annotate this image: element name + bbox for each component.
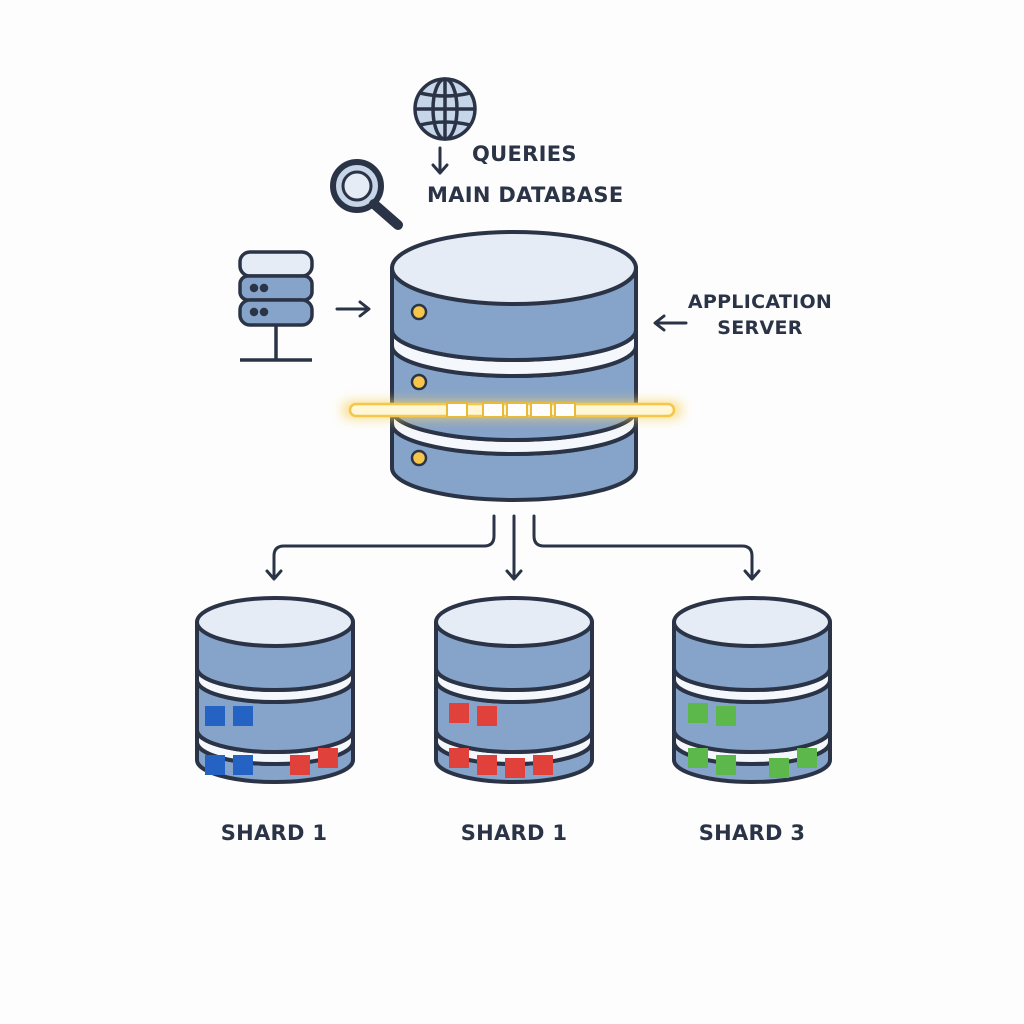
server-rack-icon (238, 250, 314, 362)
data-block (233, 755, 253, 775)
data-block (533, 755, 553, 775)
data-block (716, 755, 736, 775)
main-database-label: MAIN DATABASE (427, 183, 623, 207)
data-block (716, 706, 736, 726)
application-label: APPLICATION (688, 291, 832, 313)
data-block (290, 755, 310, 775)
data-block (205, 755, 225, 775)
indicator-light (410, 303, 428, 321)
partition-glow (342, 402, 682, 418)
main-db-indicators (410, 303, 428, 467)
shard-label-1: SHARD 1 (221, 821, 328, 845)
queries-label: QUERIES (472, 142, 577, 166)
data-block (477, 706, 497, 726)
main-database (390, 230, 638, 502)
shard-label-2: SHARD 1 (461, 821, 568, 845)
shards (195, 596, 832, 784)
shard-label-3: SHARD 3 (699, 821, 806, 845)
shard-2-cylinder (434, 596, 594, 784)
data-block (769, 758, 789, 778)
data-block (797, 748, 817, 768)
indicator-light (410, 373, 428, 391)
data-block (505, 758, 525, 778)
server-label: SERVER (717, 317, 802, 339)
data-block (477, 755, 497, 775)
search-icon (330, 159, 403, 230)
data-block (688, 703, 708, 723)
rack-to-db-arrow (335, 300, 371, 318)
queries-arrow (431, 146, 449, 175)
data-block (688, 748, 708, 768)
indicator-light (410, 449, 428, 467)
data-block (449, 703, 469, 723)
shard-1-cylinder (195, 596, 355, 784)
globe-icon (413, 77, 477, 141)
data-block (318, 748, 338, 768)
distribution-arrows (265, 514, 761, 581)
shard-3-cylinder (672, 596, 832, 784)
data-block (449, 748, 469, 768)
data-block (205, 706, 225, 726)
data-block (233, 706, 253, 726)
app-server-arrow (653, 314, 688, 332)
